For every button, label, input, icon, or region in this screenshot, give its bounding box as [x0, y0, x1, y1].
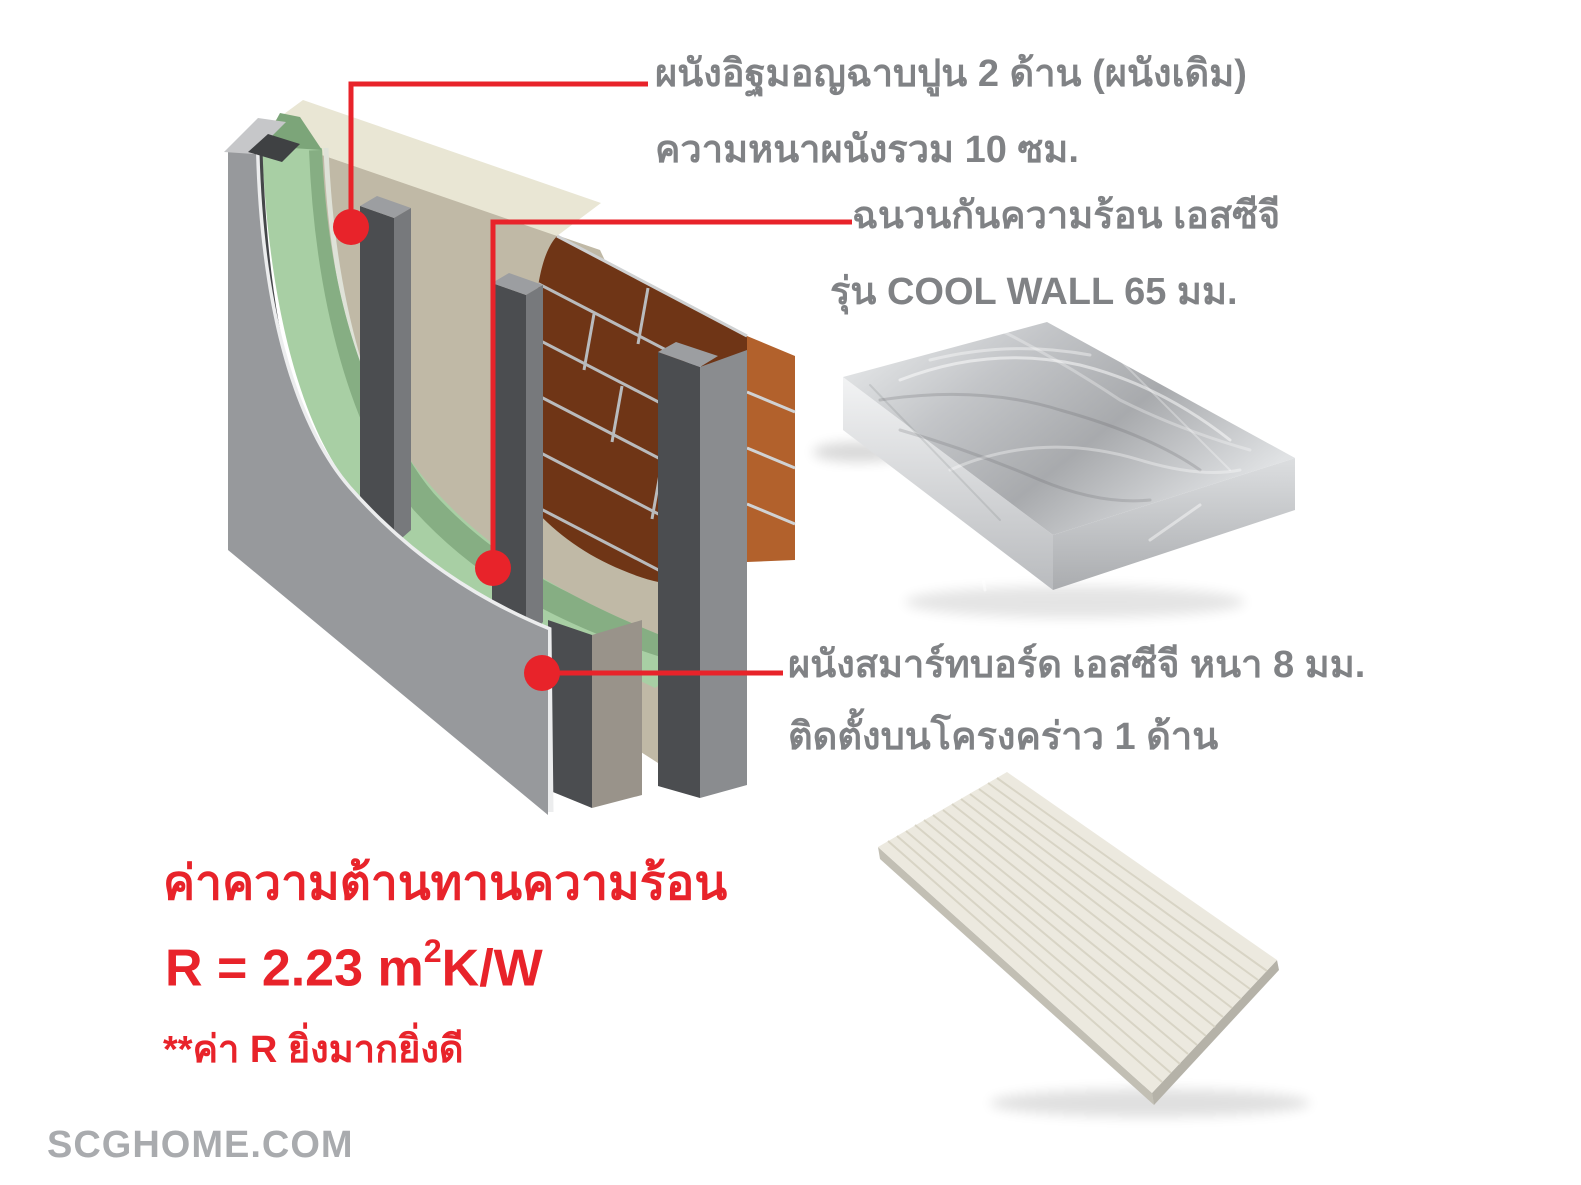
- scghome-watermark: SCGHOME.COM: [47, 1124, 354, 1166]
- marker-insulation-dot: [475, 550, 511, 586]
- smartboard-product-photo: [878, 772, 1310, 1117]
- r-value-heading: ค่าความต้านทานความร้อน: [163, 857, 728, 910]
- stud-2: [360, 196, 411, 545]
- leader-old-wall: [348, 81, 648, 227]
- stud-4: [658, 342, 747, 798]
- old-wall-label-line1: ผนังอิฐมอญฉาบปูน 2 ด้าน (ผนังเดิม): [655, 53, 1247, 95]
- old-wall-label-line2: ความหนาผนังรวม 10 ซม.: [655, 129, 1079, 171]
- r-value-suffix: K/W: [441, 939, 543, 998]
- r-value-prefix: R = 2.23 m: [165, 939, 424, 998]
- smartboard-cut-edge: [252, 151, 554, 813]
- marker-old-wall-dot: [333, 209, 369, 245]
- smartboard-label-line2: ติดตั้งบนโครงคร่าว 1 ด้าน: [788, 716, 1219, 758]
- r-value-superscript: 2: [423, 933, 442, 970]
- insulation-label-line1: ฉนวนกันความร้อน เอสซีจี: [852, 195, 1281, 237]
- r-value-formula: R = 2.23 m2K/W: [165, 933, 543, 998]
- wall-smartboard-layer: [224, 118, 548, 815]
- annotation-leaders: [333, 81, 852, 691]
- stud-3: [492, 273, 543, 640]
- r-value-note: **ค่า R ยิ่งมากยิ่งดี: [163, 1029, 464, 1071]
- wall-stud-frames: [360, 196, 747, 808]
- coolwall-product-photo: [813, 322, 1295, 618]
- insulation-label-line2: รุ่น COOL WALL 65 มม.: [830, 271, 1238, 313]
- smartboard-label-line1: ผนังสมาร์ทบอร์ด เอสซีจี หนา 8 มม.: [788, 644, 1366, 686]
- leader-insulation: [490, 219, 852, 568]
- wall-cutaway: [224, 100, 796, 815]
- marker-smartboard-dot: [524, 655, 560, 691]
- wall-top-face: [258, 100, 601, 236]
- stud-lower-right: [548, 620, 642, 808]
